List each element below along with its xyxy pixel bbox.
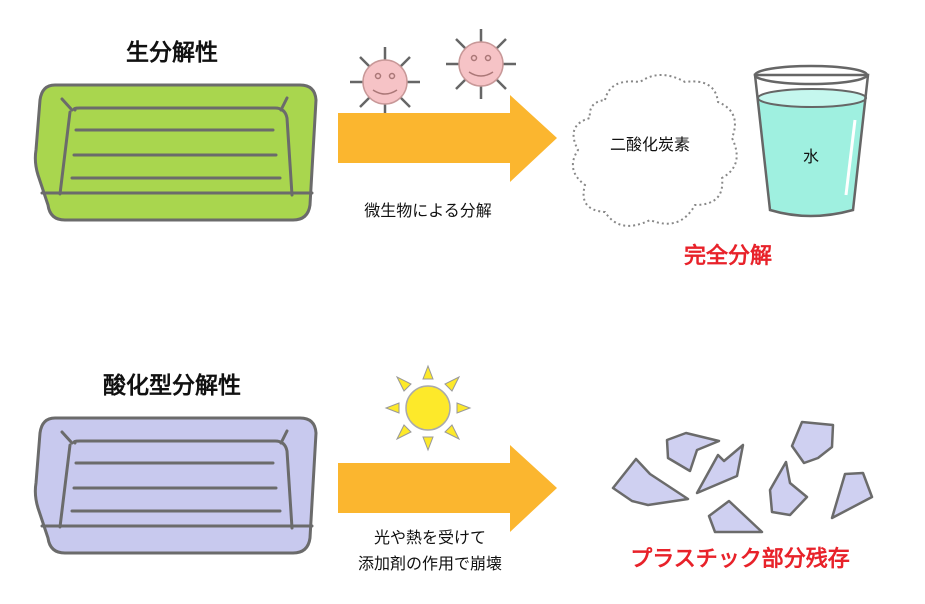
fragment — [707, 499, 764, 534]
sun-icon — [384, 364, 472, 452]
microbe-icon — [446, 29, 516, 99]
fragment — [830, 471, 874, 520]
arrow-right-icon — [338, 95, 557, 182]
cloud-icon — [571, 74, 738, 227]
oxo-degradable-title: 酸化型分解性 — [103, 372, 241, 399]
complete-decomposition-result: 完全分解 — [684, 243, 772, 269]
fragment — [790, 420, 835, 465]
fragment — [695, 443, 745, 495]
arrow-right-icon — [338, 445, 557, 532]
fragment — [665, 431, 721, 473]
additive-collapse-label: 添加剤の作用で崩壊 — [358, 554, 502, 573]
water-label: 水 — [803, 147, 819, 166]
glass-of-water-icon — [753, 64, 870, 218]
plastic-remains-result: プラスチック部分残存 — [630, 546, 850, 572]
plastic-fragments-icon — [611, 420, 874, 534]
biodegradable-title: 生分解性 — [126, 39, 218, 66]
light-heat-label: 光や熱を受けて — [374, 528, 486, 547]
fragment — [611, 457, 690, 507]
microbe-icon — [350, 47, 420, 117]
carbon-dioxide-label: 二酸化炭素 — [610, 135, 690, 154]
fragment — [768, 460, 809, 517]
green-tray-icon — [33, 83, 318, 222]
microbial-decomposition-label: 微生物による分解 — [364, 201, 492, 220]
purple-tray-icon — [33, 416, 318, 555]
